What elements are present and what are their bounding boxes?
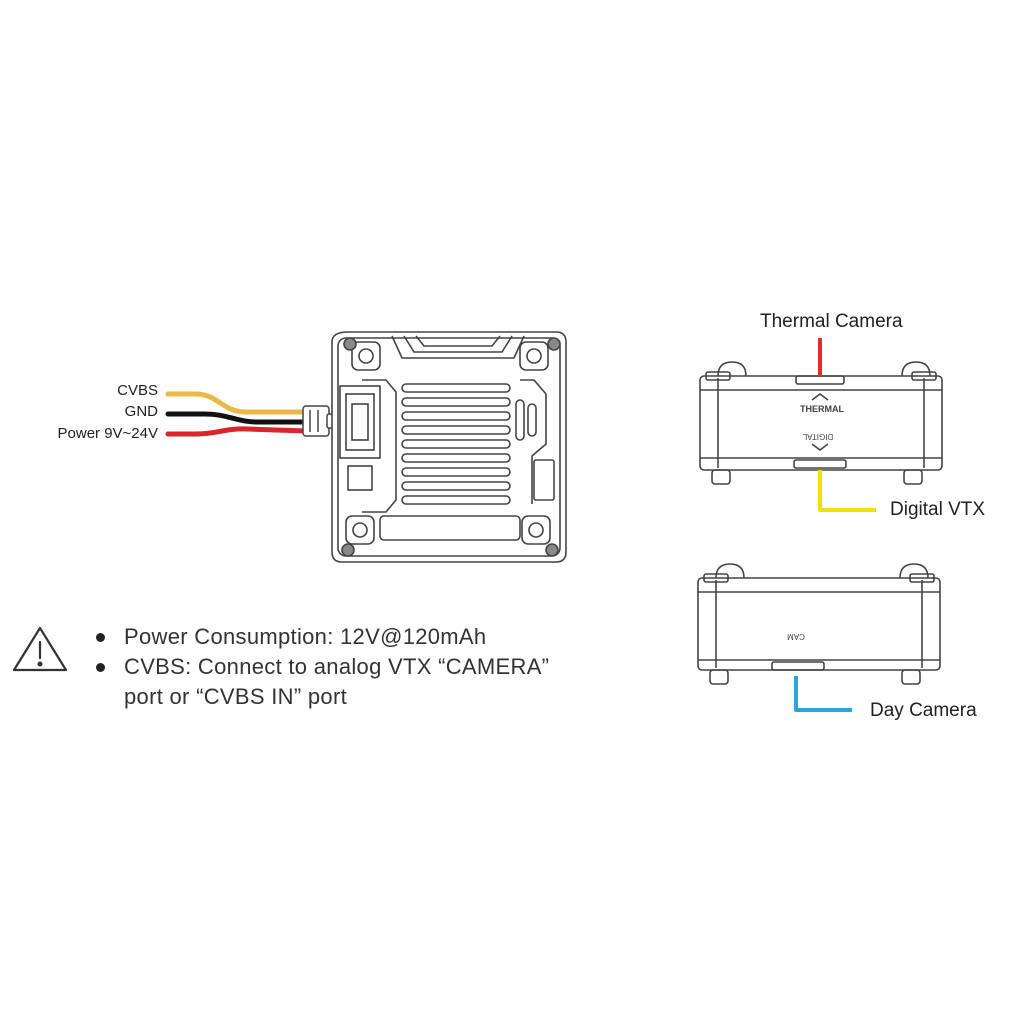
digital-vtx-label: Digital VTX xyxy=(890,499,986,520)
mount-screw-top-right xyxy=(519,337,561,371)
notes: Power Consumption: 12V@120mAh CVBS: Conn… xyxy=(92,622,549,712)
side-view-module-day xyxy=(697,563,941,685)
thermal-camera-label: Thermal Camera xyxy=(760,311,903,332)
cvbs-label: CVBS xyxy=(117,382,158,399)
day-camera-label: Day Camera xyxy=(870,700,977,721)
mount-screw-bottom-left xyxy=(341,515,375,557)
side-view-module-thermal xyxy=(699,361,943,485)
cvbs-wire xyxy=(165,391,309,415)
digital-marking: DIGITAL xyxy=(802,432,833,441)
power-wire xyxy=(165,426,309,437)
day-camera-lead xyxy=(794,676,852,712)
note-text: Power Consumption: 12V@120mAh xyxy=(124,624,487,649)
digital-vtx-lead xyxy=(818,470,876,512)
vtx-module-top-view xyxy=(331,331,567,563)
heat-sink-fins xyxy=(401,383,511,505)
gnd-label: GND xyxy=(124,403,158,420)
note-power-consumption: Power Consumption: 12V@120mAh xyxy=(92,622,549,652)
gnd-wire xyxy=(165,411,309,425)
note-cvbs-continued: port or “CVBS IN” port xyxy=(92,682,549,712)
mount-screw-bottom-right xyxy=(521,515,559,557)
note-text: port or “CVBS IN” port xyxy=(124,684,347,709)
cam-marking: CAM xyxy=(787,632,805,641)
mount-screw-top-left xyxy=(343,337,381,371)
note-text: CVBS: Connect to analog VTX “CAMERA” xyxy=(124,654,550,679)
bullet xyxy=(96,633,105,642)
note-cvbs: CVBS: Connect to analog VTX “CAMERA” xyxy=(92,652,549,682)
power-label: Power 9V~24V xyxy=(57,425,158,442)
warning-triangle-icon xyxy=(12,626,68,672)
wire-harness xyxy=(165,391,309,437)
bullet xyxy=(96,663,105,672)
thermal-marking: THERMAL xyxy=(800,404,844,414)
